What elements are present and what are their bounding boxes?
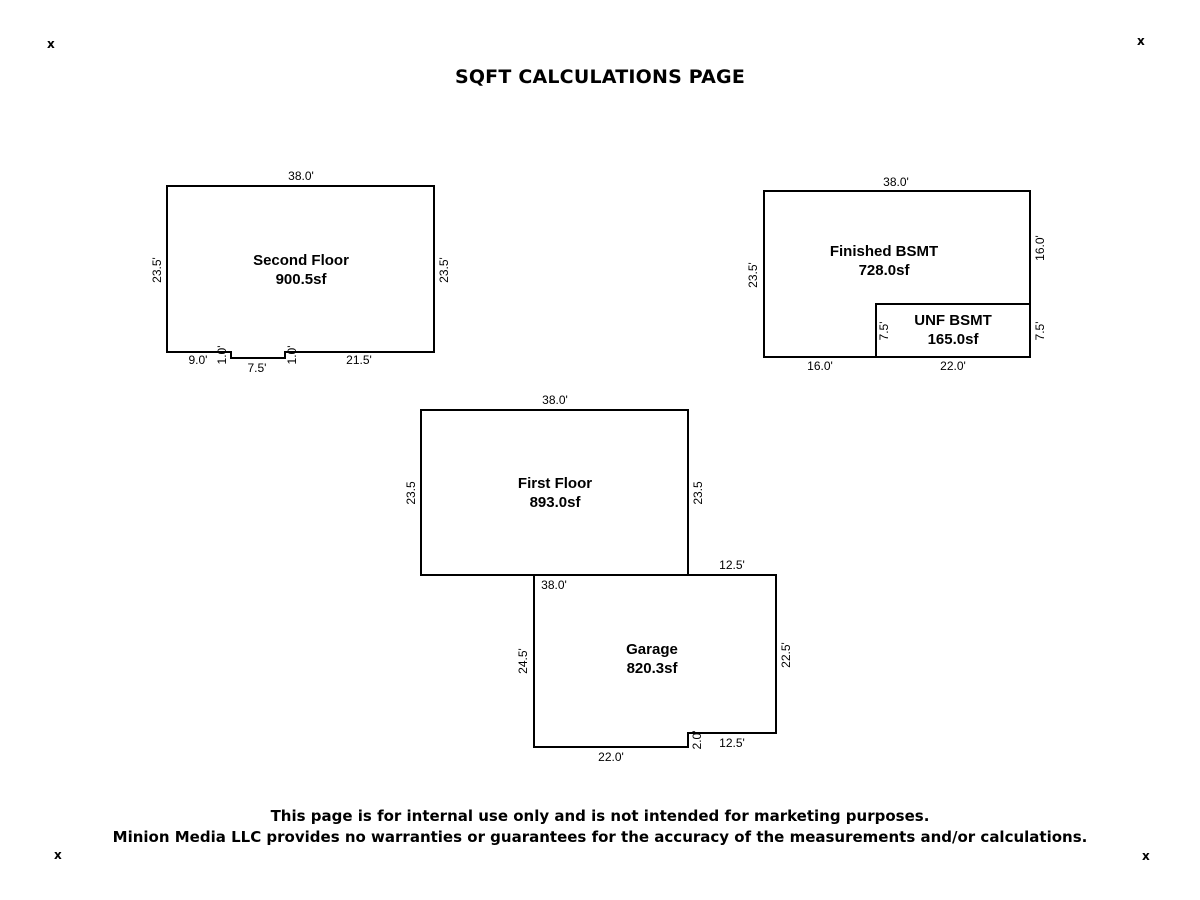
second-floor-notch-right-dim: 1.0' [285, 346, 299, 365]
second-floor-notch-left-dim: 1.0' [215, 346, 229, 365]
garage-top-right-dim: 12.5' [719, 558, 745, 572]
garage-right-dim: 22.5' [779, 642, 793, 668]
garage-room: Garage 820.3sf 38.0' 12.5' 24.5' 22.5' 1… [516, 558, 793, 764]
corner-mark-bottom-right: x [1142, 849, 1150, 863]
second-floor-name: Second Floor [253, 252, 349, 269]
finished-bsmt-area: 728.0sf [859, 262, 911, 279]
page-title: SQFT CALCULATIONS PAGE [454, 66, 746, 88]
unf-bsmt-outline [875, 303, 1031, 358]
first-floor-room: First Floor 893.0sf 38.0' 23.5 23.5 [404, 393, 705, 576]
second-floor-notch-bottom-dim: 7.5' [248, 361, 267, 375]
second-floor-top-dim: 38.0' [288, 169, 314, 183]
disclaimer-line-2: Minion Media LLC provides no warranties … [112, 828, 1088, 846]
second-floor-bottom-right-dim: 21.5' [346, 353, 372, 367]
second-floor-outline [166, 185, 435, 359]
first-floor-right-dim: 23.5 [691, 481, 705, 505]
finished-bsmt-room: Finished BSMT 728.0sf 38.0' 23.5' 16.0' … [746, 175, 1047, 373]
second-floor-left-dim: 23.5' [150, 257, 164, 283]
garage-bottom-right-dim: 12.5' [719, 736, 745, 750]
first-floor-outline [420, 409, 689, 576]
first-floor-left-dim: 23.5 [404, 481, 418, 505]
first-floor-name: First Floor [518, 475, 592, 492]
unf-bsmt-room: UNF BSMT 165.0sf 7.5' 7.5' 22.0' [875, 303, 1047, 373]
corner-mark-bottom-left: x [54, 848, 62, 862]
unf-bsmt-bottom-dim: 22.0' [940, 359, 966, 373]
finished-bsmt-top-dim: 38.0' [883, 175, 909, 189]
garage-area: 820.3sf [627, 660, 679, 677]
first-floor-top-dim: 38.0' [542, 393, 568, 407]
unf-bsmt-left-dim: 7.5' [877, 322, 891, 341]
garage-top-inner-dim: 38.0' [541, 578, 567, 592]
second-floor-bottom-left-dim: 9.0' [189, 353, 208, 367]
garage-name: Garage [626, 641, 678, 658]
finished-bsmt-bottom-dim: 16.0' [807, 359, 833, 373]
corner-mark-top-right: x [1137, 34, 1145, 48]
garage-outline [533, 574, 777, 748]
garage-bottom-left-dim: 22.0' [598, 750, 624, 764]
second-floor-area: 900.5sf [276, 271, 328, 288]
disclaimer-line-1: This page is for internal use only and i… [270, 807, 930, 825]
unf-bsmt-name: UNF BSMT [914, 312, 992, 329]
finished-bsmt-right-dim: 16.0' [1033, 235, 1047, 261]
garage-left-dim: 24.5' [516, 648, 530, 674]
second-floor-right-dim: 23.5' [437, 257, 451, 283]
first-floor-area: 893.0sf [530, 494, 582, 511]
garage-step-dim: 2.0' [690, 731, 704, 750]
corner-mark-top-left: x [47, 37, 55, 51]
second-floor-room: Second Floor 900.5sf 38.0' 23.5' 23.5' 9… [150, 169, 451, 375]
finished-bsmt-left-dim: 23.5' [746, 262, 760, 288]
unf-bsmt-area: 165.0sf [928, 331, 980, 348]
finished-bsmt-name: Finished BSMT [830, 243, 938, 260]
unf-bsmt-right-dim: 7.5' [1033, 322, 1047, 341]
